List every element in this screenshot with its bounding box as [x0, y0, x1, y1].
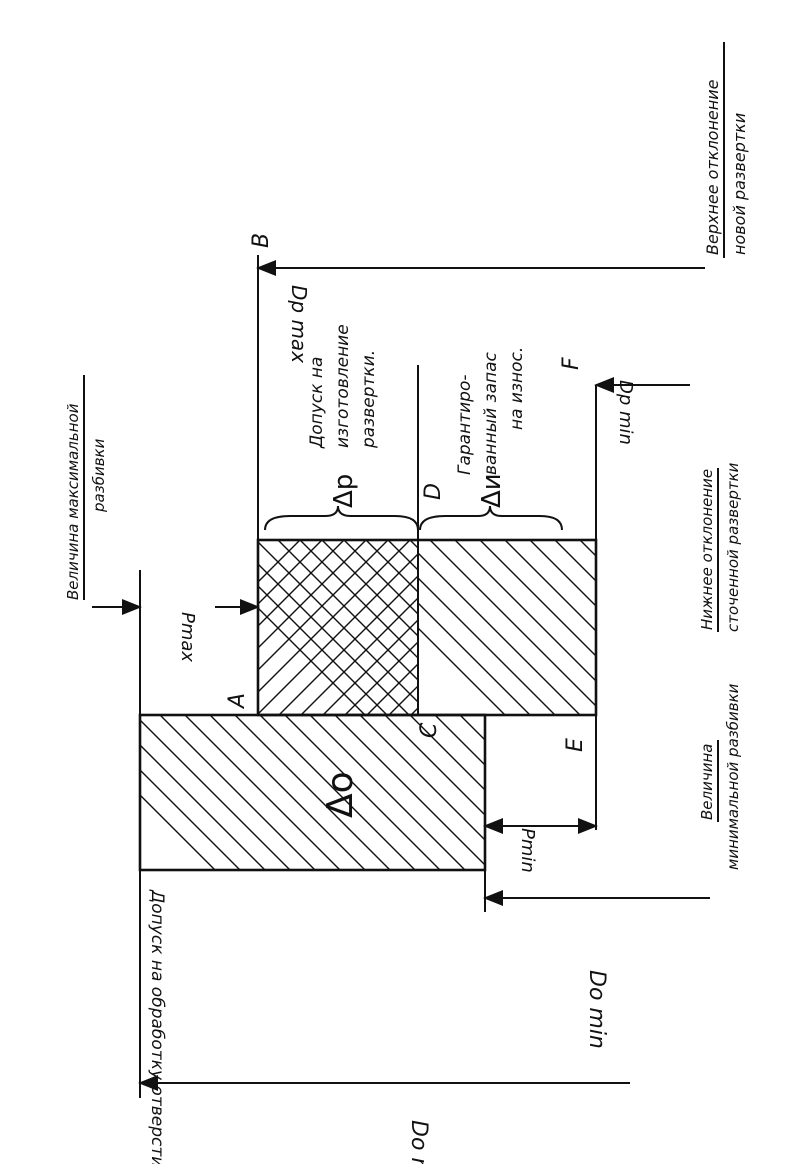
wear-text-2: ванный запас: [481, 351, 501, 475]
max-break-text-1: Величина максимальной: [64, 403, 82, 600]
label-delta-i: Δи: [477, 473, 507, 508]
max-break-text-2: разбивки: [90, 438, 108, 513]
min-break-text-2: минимальной разбивки: [724, 683, 742, 870]
point-E: E: [563, 738, 588, 752]
lower-worn-text-1: Нижнее отклонение: [698, 469, 716, 630]
bracket-delta-i: [419, 505, 563, 531]
wear-allowance-zone: [418, 540, 596, 715]
label-Dp-max: Dp max: [287, 285, 311, 363]
point-D: D: [421, 483, 446, 500]
label-Pmax: Pmax: [177, 612, 198, 662]
reamer-tolerance-zone: [258, 540, 418, 715]
reamer-tol-text-2: изготовление: [333, 324, 353, 448]
point-C: C: [417, 722, 442, 738]
label-Do-max: Do max: [406, 1120, 431, 1164]
min-break-text-1: Величина: [698, 744, 716, 820]
reamer-box: [256, 538, 598, 717]
reamer-tol-text-1: Допуск на: [307, 357, 327, 449]
label-Dp-min: Dp min: [615, 380, 636, 445]
label-Do-min: Do min: [584, 970, 609, 1049]
wear-text-3: на износ.: [507, 347, 527, 430]
label-delta-o: Δо: [320, 771, 361, 818]
point-F: F: [559, 357, 584, 370]
upper-new-text-1: Верхнее отклонение: [703, 79, 722, 255]
upper-new-text-2: новой развертки: [730, 113, 749, 255]
bracket-delta-p: [264, 505, 419, 531]
wear-text-1: Гарантиро-: [455, 375, 475, 476]
label-hole-tolerance: Допуск на обработку отверстия: [147, 889, 167, 1164]
reamer-tol-text-3: развертки.: [359, 350, 379, 449]
lower-worn-text-2: сточенной развертки: [724, 462, 742, 632]
point-A: A: [225, 693, 250, 710]
point-B: B: [249, 233, 274, 248]
label-delta-p: Δр: [329, 474, 359, 508]
hole-tolerance-zone: [140, 715, 485, 870]
label-Pmin: Pmin: [517, 828, 538, 873]
